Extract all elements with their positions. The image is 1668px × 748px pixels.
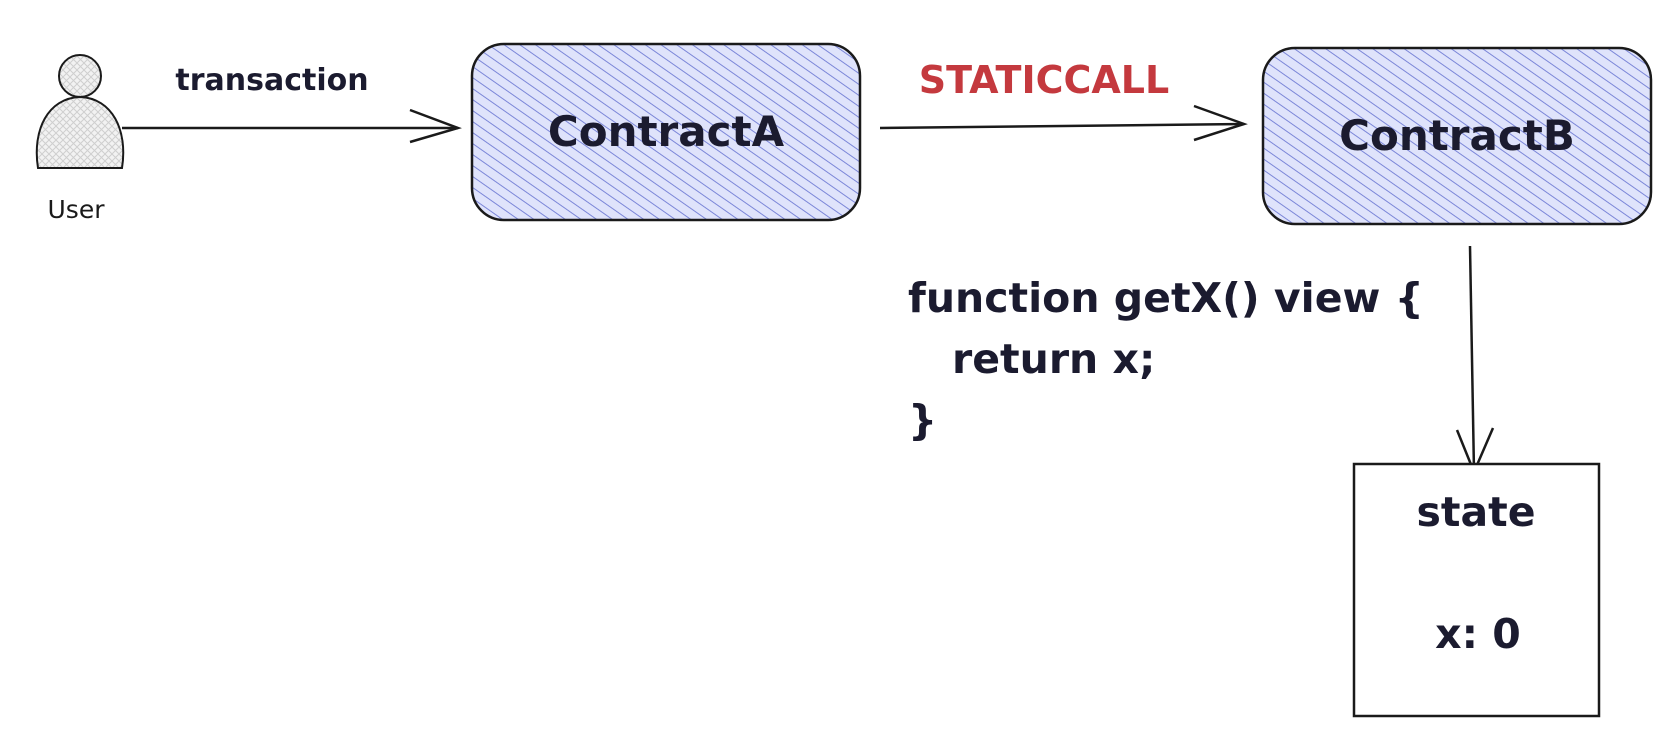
code-line-3: } [908,396,937,444]
state-arrow [1455,245,1495,476]
staticcall-label: STATICCALL [919,58,1169,102]
user-label: User [48,195,106,224]
code-line-1: function getX() view { [908,274,1424,322]
code-snippet: function getX() view { return x; } [908,274,1424,444]
contract-b-box: ContractB [1261,46,1653,226]
contract-a-box: ContractA [470,42,862,222]
contract-b-label: ContractB [1339,111,1575,160]
staticcall-arrow: STATICCALL [879,58,1248,142]
state-value: x: 0 [1435,610,1521,658]
transaction-label: transaction [175,63,368,98]
state-box: state x: 0 [1352,462,1601,718]
transaction-arrow: transaction [122,63,462,144]
code-line-2: return x; [952,335,1155,383]
user-actor: User [35,54,125,224]
user-body [35,95,125,169]
state-title: state [1416,488,1535,536]
user-head [58,54,102,98]
contract-a-label: ContractA [548,107,785,156]
